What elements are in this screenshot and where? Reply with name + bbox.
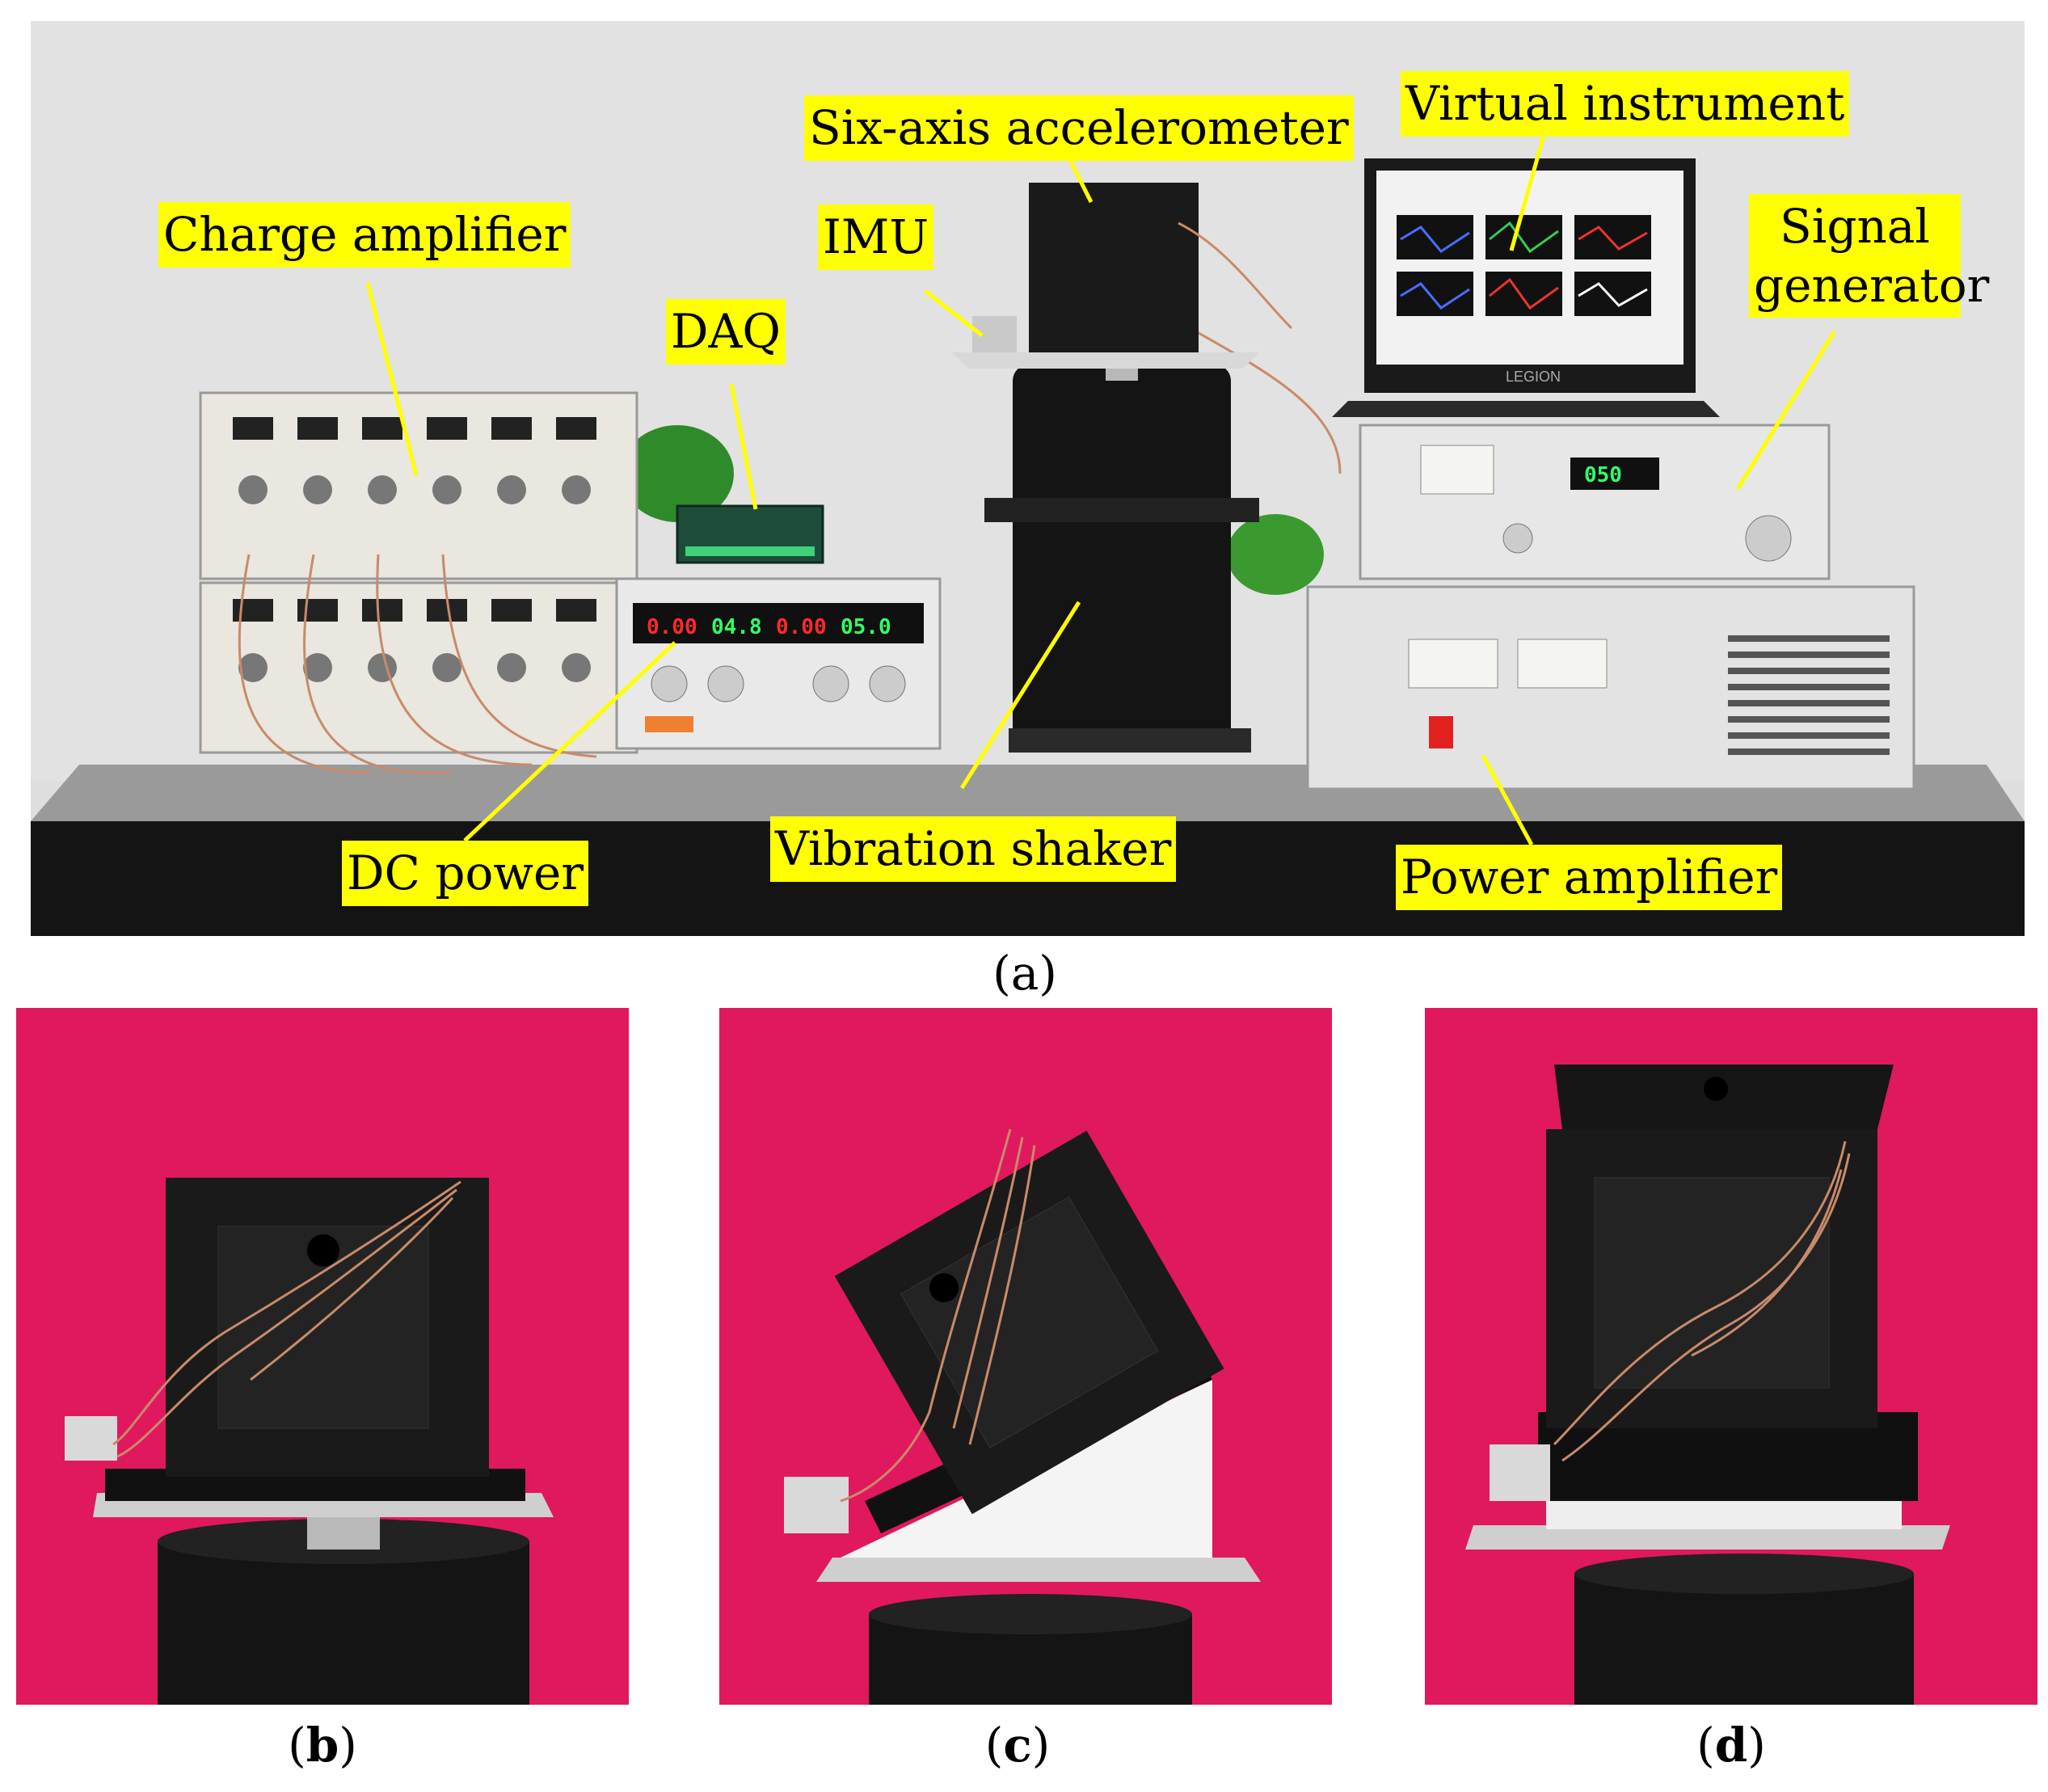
caption-d-close: ): [1747, 1718, 1766, 1773]
shaker-body: [158, 1541, 529, 1705]
caption-b-letter: b: [306, 1718, 339, 1773]
label-daq: DAQ: [666, 299, 786, 365]
label-six-axis-accelerometer: Six-axis accelerometer: [804, 95, 1354, 161]
power-amplifier: [1306, 585, 1915, 791]
label-imu: IMU: [818, 204, 934, 270]
caption-a: (a): [992, 946, 1057, 1001]
six-axis-accelerometer-block: [1029, 183, 1199, 352]
label-virtual-instrument: Virtual instrument: [1401, 71, 1850, 137]
orientation-b-illustration: [65, 1178, 554, 1705]
imu-sensor: [65, 1416, 117, 1461]
caption-c-close: ): [1031, 1718, 1051, 1773]
caption-d: (d): [1634, 1718, 1828, 1773]
dc-readout-v2: 0.00: [776, 615, 827, 639]
caption-b-open: (: [288, 1718, 306, 1773]
shaker-body: [1574, 1574, 1914, 1705]
laptop-brand-label: LEGION: [1506, 369, 1561, 385]
signal-generator: [1359, 424, 1831, 580]
caption-d-letter: d: [1714, 1718, 1748, 1773]
caption-d-open: (: [1696, 1718, 1715, 1773]
caption-c-open: (: [984, 1718, 1004, 1773]
caption-b-close: ): [339, 1718, 357, 1773]
label-signal-generator-line2: generator: [1754, 257, 1990, 313]
charge-amplifier-unit: [199, 391, 638, 754]
mounting-plate: [952, 352, 1259, 369]
vibration-shaker: [984, 361, 1259, 753]
dc-readout-v1: 0.00: [647, 615, 697, 639]
label-signal-generator-line1: Signal: [1780, 199, 1930, 254]
caption-c-letter: c: [1003, 1718, 1032, 1773]
dc-readout-a1: 04.8: [711, 615, 762, 639]
lab-setup-photo: 0.00 04.8 0.00 05.0: [31, 21, 2025, 936]
mounting-plate: [816, 1558, 1261, 1582]
label-vibration-shaker: Vibration shaker: [770, 816, 1177, 882]
orientation-c-illustration: [784, 1128, 1261, 1705]
dc-readout-a2: 05.0: [841, 615, 891, 639]
dc-power-supply: [615, 577, 942, 750]
mounting-plate: [1465, 1525, 1950, 1550]
sensor-orientation-photo-c: [719, 1008, 1332, 1705]
caption-c: (c): [921, 1718, 1115, 1773]
label-charge-amplifier: Charge amplifier: [158, 202, 571, 268]
label-power-amplifier: Power amplifier: [1396, 845, 1783, 910]
label-signal-generator: Signal generator: [1749, 194, 1989, 318]
imu-sensor: [784, 1477, 849, 1533]
sensor-orientation-photo-d: [1425, 1008, 2037, 1705]
label-dc-power: DC power: [342, 841, 589, 906]
caption-b: (b): [225, 1718, 419, 1773]
orientation-d-illustration: [1465, 1065, 1950, 1705]
imu-sensor: [972, 316, 1017, 352]
signal-generator-readout: 050: [1584, 463, 1622, 487]
imu-sensor: [1490, 1444, 1550, 1501]
sensor-orientation-photo-b: [16, 1008, 629, 1705]
